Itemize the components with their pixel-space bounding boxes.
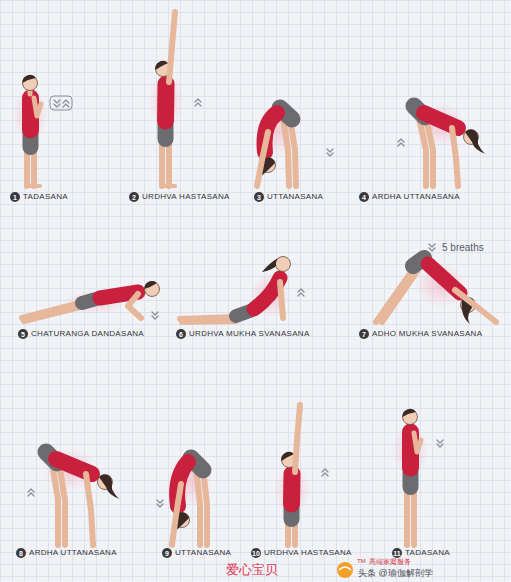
pose-label: 3UTTANASANA — [254, 192, 323, 202]
pose-figure — [148, 12, 201, 186]
pose-name: URDHVA MUKHA SVANASANA — [189, 329, 310, 339]
pose-name: ARDHA UTTANASANA — [372, 192, 460, 202]
step-number: 3 — [254, 192, 264, 202]
pose-figure — [392, 409, 443, 545]
pose-figure — [22, 281, 160, 321]
pose-label: 5CHATURANGA DANDASANA — [18, 329, 144, 339]
pose-label: 10URDHVA HASTASANA — [251, 548, 352, 558]
pose-label: 1TADASANA — [10, 192, 68, 202]
pose-name: ADHO MUKHA SVANASANA — [372, 329, 482, 339]
step-number: 4 — [359, 192, 369, 202]
pose-label: 2URDHVA HASTASANA — [129, 192, 230, 202]
pose-name: UTTANASANA — [267, 192, 323, 202]
step-number: 6 — [176, 329, 186, 339]
pose-label: 7ADHO MUKHA SVANASANA — [359, 329, 482, 339]
pose-figure — [256, 104, 333, 186]
pose-label: 11TADASANA — [392, 548, 450, 558]
pose-figure — [274, 405, 328, 545]
step-number: 9 — [162, 548, 172, 558]
step-number: 1 — [10, 192, 20, 202]
step-number: 11 — [392, 548, 402, 558]
pose-figure — [28, 448, 120, 545]
pose-figure — [157, 454, 212, 545]
pose-name: ARDHA UTTANASANA — [29, 548, 117, 558]
step-number: 2 — [129, 192, 139, 202]
pose-label: 4ARDHA UTTANASANA — [359, 192, 460, 202]
watermark: 头条 @瑜伽解剖学 — [358, 569, 433, 579]
pose-label: 9UTTANASANA — [162, 548, 231, 558]
pose-name: TADASANA — [405, 548, 450, 558]
step-number: 8 — [16, 548, 26, 558]
pose-name: TADASANA — [23, 192, 68, 202]
step-number: 10 — [251, 548, 261, 558]
watermark: 爱心宝贝 — [226, 563, 278, 577]
pose-figure — [180, 257, 304, 323]
pose-figure — [12, 75, 72, 186]
pose-figure — [398, 103, 486, 186]
watermark: 高端家庭服务 — [369, 558, 411, 566]
watermark-logo — [339, 567, 351, 570]
pose-figure — [376, 244, 496, 324]
pose-name: URDHVA HASTASANA — [142, 192, 230, 202]
step-number: 5 — [18, 329, 28, 339]
watermark: TM — [357, 558, 366, 565]
watermark-logo — [337, 562, 353, 578]
pose-name: UTTANASANA — [175, 548, 231, 558]
pose-label: 8ARDHA UTTANASANA — [16, 548, 117, 558]
breath-note: 5 breaths — [442, 242, 484, 253]
pose-label: 6URDHVA MUKHA SVANASANA — [176, 329, 310, 339]
pose-name: CHATURANGA DANDASANA — [31, 329, 144, 339]
step-number: 7 — [359, 329, 369, 339]
pose-name: URDHVA HASTASANA — [264, 548, 352, 558]
